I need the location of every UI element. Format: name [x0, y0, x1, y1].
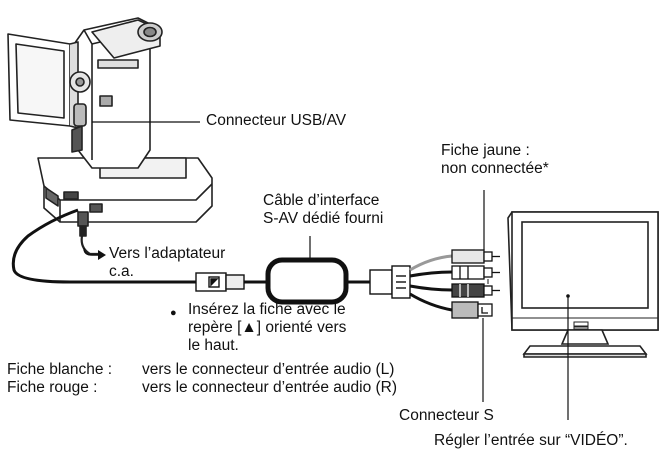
insert-instruction-line1: Insérez la fiche avec le	[188, 301, 346, 318]
ferrite-core-icon	[265, 236, 349, 305]
arrow-head-icon	[98, 250, 106, 260]
cable-label-line2: S-AV dédié fourni	[263, 210, 384, 227]
insert-instruction-line3: le haut.	[188, 337, 239, 354]
adapter-label-line1: Vers l’adaptateur	[109, 245, 226, 262]
av-plug-icon	[195, 272, 268, 292]
red-plug-icon	[451, 283, 500, 298]
insert-instruction-line2: repère [▲] orienté vers	[188, 319, 347, 336]
television-illustration	[507, 211, 659, 358]
plug-name: Fiche blanche :	[7, 361, 113, 378]
s-video-plug-icon	[451, 301, 493, 319]
white-plug-icon	[451, 265, 500, 280]
yellow-plug-label-line1: Fiche jaune :	[441, 142, 530, 159]
rca-plugs	[451, 249, 500, 319]
cable-branches	[409, 254, 453, 312]
cable-label-line1: Câble d’interface	[263, 192, 380, 209]
set-input-label: Régler l’entrée sur “VIDÉO”.	[434, 432, 628, 449]
plug-destination: vers le connecteur d’entrée audio (R)	[142, 379, 398, 396]
yellow-plug-label-line2: non connectée*	[441, 160, 549, 177]
s-connector-label: Connecteur S	[399, 407, 494, 424]
plug-row-white: Fiche blanche : vers le connecteur d’ent…	[7, 361, 507, 379]
plug-row-red: Fiche rouge : vers le connecteur d’entré…	[7, 379, 507, 397]
ac-adapter-cord	[80, 235, 100, 256]
adapter-arrow-icon	[83, 247, 100, 256]
cable-splitter-icon	[369, 265, 411, 299]
adapter-label-line2: c.a.	[109, 263, 134, 280]
plug-name: Fiche rouge :	[7, 379, 98, 396]
plug-destination: vers le connecteur d’entrée audio (L)	[142, 361, 395, 378]
insert-bullet-icon: ●	[170, 307, 177, 319]
usb-av-connector-label: Connecteur USB/AV	[206, 112, 347, 129]
yellow-plug-icon	[451, 249, 500, 264]
camcorder-illustration	[7, 17, 213, 237]
